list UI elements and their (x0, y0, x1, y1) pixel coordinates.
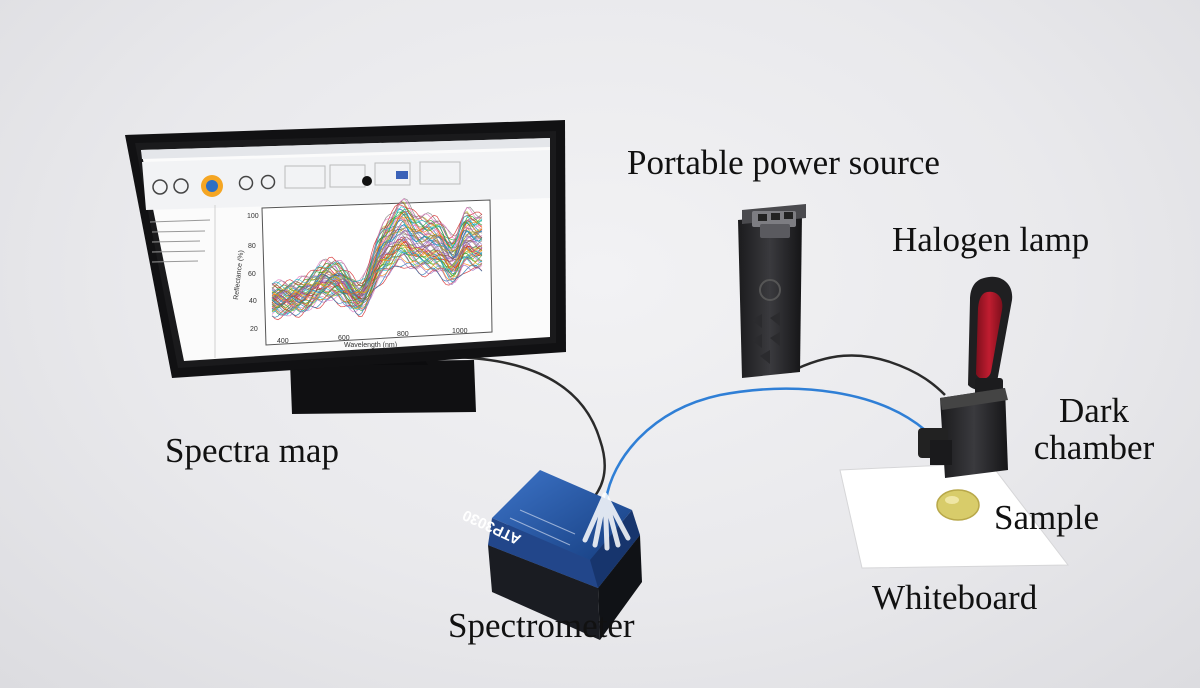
spectrum-curve (271, 255, 483, 313)
power-cable (789, 354, 946, 396)
label-dark-chamber-line1: Dark (1059, 391, 1129, 430)
plot-x-tick: 600 (338, 335, 350, 342)
spectrum-curve (271, 265, 483, 321)
plot-y-tick: 100 (247, 213, 259, 220)
label-whiteboard: Whiteboard (872, 578, 1038, 617)
spectrum-curve (271, 241, 483, 299)
sample-grape (936, 489, 980, 521)
power-button-icon (759, 279, 781, 301)
label-halogen-lamp: Halogen lamp (892, 220, 1090, 259)
spectrum-curve (271, 262, 483, 318)
spectra-curves (271, 198, 483, 321)
plot-x-tick: 1000 (452, 328, 468, 335)
spectrum-curve (271, 224, 483, 296)
label-spectra-map: Spectra map (165, 431, 339, 470)
spectrum-curve (271, 241, 483, 304)
spectrum-curve (271, 226, 483, 298)
spectrum-curve (271, 226, 483, 294)
plot-y-tick: 60 (248, 271, 256, 278)
app-close-icon (260, 174, 276, 190)
label-dark-chamber-line2: chamber (1033, 427, 1155, 467)
brand-logo-icon (582, 492, 631, 551)
app-sync-icon (173, 178, 189, 194)
label-sample: Sample (994, 498, 1099, 537)
plot-x-tick: 800 (397, 331, 409, 338)
app-refresh-icon (152, 179, 168, 195)
spectrum-curve (271, 236, 483, 299)
spectrum-curve (271, 208, 483, 294)
app-pause-icon (238, 175, 254, 191)
plot-x-axis-title: Wavelength (nm) (344, 342, 397, 349)
label-portable-power-source: Portable power source (627, 143, 940, 182)
fiber-optic-cable (604, 387, 926, 501)
plot-y-tick: 40 (249, 298, 257, 305)
usb-cable (454, 355, 606, 501)
plot-y-tick: 80 (248, 243, 256, 250)
label-spectrometer: Spectrometer (448, 606, 635, 645)
label-dark-chamber: Dark chamber (1014, 391, 1174, 467)
spectrum-curve (271, 248, 483, 306)
spectrum-curve (271, 238, 483, 299)
monitor: Reflectance (%) Wavelength (nm) 100 80 6… (125, 120, 566, 414)
portable-power-source (738, 204, 806, 378)
plot-x-tick: 400 (277, 338, 289, 345)
halogen-lamp (968, 276, 1013, 400)
spectrum-curve (271, 209, 483, 298)
spectrum-curve (271, 217, 483, 295)
spectrum-curve (271, 216, 483, 295)
spectrum-curve (271, 198, 483, 287)
dark-chamber (918, 388, 1008, 478)
plot-y-tick: 20 (250, 326, 258, 333)
